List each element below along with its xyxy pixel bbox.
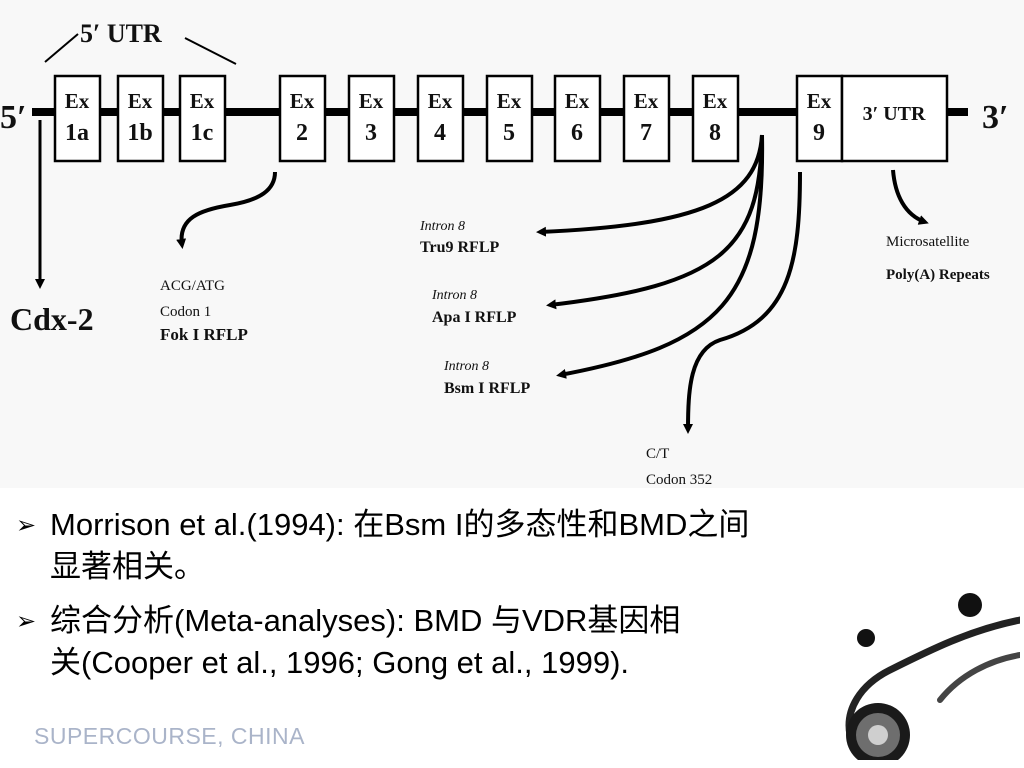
fok-line3: Fok I RFLP [160, 325, 248, 344]
bullet-item: ➢ Morrison et al.(1994): 在Bsm I的多态性和BMD之… [16, 504, 976, 588]
exon-1c: Ex 1c [178, 74, 227, 163]
footer-brand: SUPERCOURSE, CHINA [34, 723, 305, 749]
bullet-line: 综合分析(Meta-analyses): BMD 与VDR基因相 [50, 603, 681, 638]
exon-label-number: 1b [127, 120, 152, 146]
five-utr-bracket-right [184, 37, 237, 65]
exon-label-top: Ex [565, 89, 590, 113]
exon-label-number: 2 [296, 120, 308, 146]
exon-label-top: Ex [65, 89, 90, 113]
exon-7: Ex 7 [622, 74, 671, 163]
bsm-intron: Intron 8 [443, 359, 489, 374]
exon-1b: Ex 1b [116, 74, 165, 163]
exon-label-number: 1a [65, 120, 89, 146]
exon-1a: Ex 1a [53, 74, 102, 163]
microsatellite-arrow [891, 169, 929, 225]
exon-label-number: 4 [434, 120, 446, 146]
cdx2-label: Cdx-2 [10, 301, 94, 337]
exon-label-top: Ex [290, 89, 315, 113]
exon-label-number: 6 [571, 120, 583, 146]
stethoscope-image [845, 593, 1020, 760]
micro-line2: Poly(A) Repeats [886, 267, 990, 283]
exon-label-top: Ex [807, 89, 832, 113]
bsm-arrow [556, 134, 765, 379]
tru9-name: Tru9 RFLP [420, 239, 499, 256]
three-utr-label: 3′ UTR [863, 103, 926, 125]
exon-label-top: Ex [128, 89, 153, 113]
exon-label-number: 1c [191, 120, 214, 146]
codon352-line2: Codon 352 [646, 472, 712, 488]
fok-line1: ACG/ATG [160, 278, 225, 294]
exon-label-number: 7 [640, 120, 652, 146]
exon-label-number: 5 [503, 120, 515, 146]
codon352-line1: C/T [646, 446, 669, 462]
arrow-bullet-icon: ➢ [16, 607, 37, 635]
exon-label-top: Ex [634, 89, 659, 113]
exon-label-number: 8 [709, 120, 721, 146]
apa-arrow [546, 134, 764, 310]
exon-9: Ex 9 [795, 74, 844, 163]
codon352-arrow [683, 171, 802, 434]
fok-line2: Codon 1 [160, 304, 211, 320]
fok-arrow [176, 171, 277, 249]
gene-diagram-panel: 5′ UTR 5′ 3′ Ex 1a Ex 1b Ex 1c Ex 2 Ex 3… [0, 19, 1009, 488]
exon-6: Ex 6 [553, 74, 602, 163]
five-utr-bracket-left [44, 33, 79, 63]
exon-label-number: 9 [813, 120, 825, 146]
exon-label-top: Ex [359, 89, 384, 113]
exon-3: Ex 3 [347, 74, 396, 163]
bullet-line: 显著相关。 [50, 549, 205, 584]
micro-line1: Microsatellite [886, 234, 970, 250]
three-prime-label: 3′ [982, 99, 1009, 136]
bullet-item: ➢ 综合分析(Meta-analyses): BMD 与VDR基因相 关(Coo… [16, 600, 976, 684]
exon-label-number: 3 [365, 120, 377, 146]
exon-label-top: Ex [497, 89, 522, 113]
tru9-arrow [536, 134, 764, 237]
bullet-line: Morrison et al.(1994): 在Bsm I的多态性和BMD之间 [50, 507, 750, 542]
exon-5: Ex 5 [485, 74, 534, 163]
exon-label-top: Ex [428, 89, 453, 113]
exon-2: Ex 2 [278, 74, 327, 163]
bullet-line: 关(Cooper et al., 1996; Gong et al., 1999… [50, 645, 630, 680]
three-utr-box: 3′ UTR [840, 74, 949, 163]
five-utr-label: 5′ UTR [80, 19, 162, 48]
apa-intron: Intron 8 [431, 288, 477, 303]
arrow-bullet-icon: ➢ [16, 511, 37, 539]
bsm-name: Bsm I RFLP [444, 380, 530, 397]
exon-8: Ex 8 [691, 74, 740, 163]
five-prime-label: 5′ [0, 99, 27, 136]
apa-name: Apa I RFLP [432, 309, 517, 326]
exon-4: Ex 4 [416, 74, 465, 163]
exon-label-top: Ex [190, 89, 215, 113]
vdr-gene-diagram: 5′ UTR 5′ 3′ Ex 1a Ex 1b Ex 1c Ex 2 Ex 3… [0, 19, 1009, 488]
tru9-intron: Intron 8 [419, 219, 465, 234]
exon-label-top: Ex [703, 89, 728, 113]
bullet-list: ➢ Morrison et al.(1994): 在Bsm I的多态性和BMD之… [16, 504, 976, 696]
